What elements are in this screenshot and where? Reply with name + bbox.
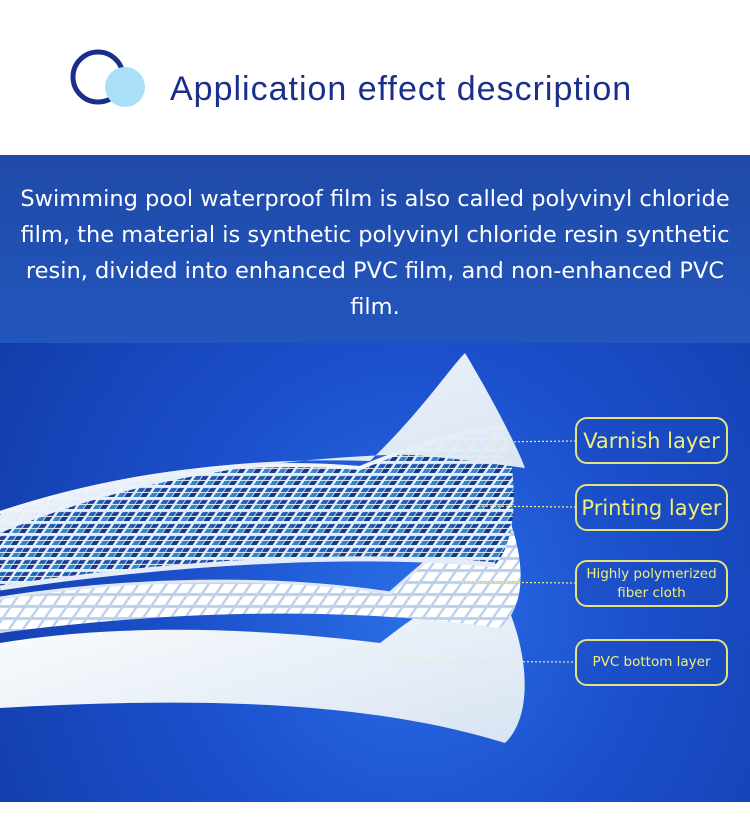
label-varnish-layer: Varnish layer bbox=[575, 417, 728, 464]
leader-lines bbox=[394, 440, 577, 663]
intro-section: Swimming pool waterproof film is also ca… bbox=[0, 155, 750, 343]
footer-strip bbox=[0, 802, 750, 828]
header: Application effect description bbox=[0, 0, 750, 155]
label-fiber-line1: Highly polymerized bbox=[586, 565, 717, 582]
label-pvc-bottom-text: PVC bottom layer bbox=[592, 654, 711, 670]
layer-diagram bbox=[0, 353, 577, 743]
label-fiber-line2: fiber cloth bbox=[617, 584, 686, 601]
product-panel: Swimming pool waterproof film is also ca… bbox=[0, 155, 750, 802]
circles-logo-icon bbox=[70, 49, 145, 107]
varnish-sheet bbox=[0, 353, 525, 533]
intro-text: Swimming pool waterproof film is also ca… bbox=[20, 186, 730, 320]
page-title: Application effect description bbox=[170, 70, 633, 108]
label-printing-layer: Printing layer bbox=[575, 484, 728, 531]
label-pvc-bottom-layer: PVC bottom layer bbox=[575, 639, 728, 686]
label-printing-text: Printing layer bbox=[581, 495, 722, 520]
label-varnish-text: Varnish layer bbox=[583, 428, 720, 453]
pvc-bottom-sheet bbox=[0, 581, 525, 743]
label-fiber-cloth: Highly polymerized fiber cloth bbox=[575, 560, 728, 607]
